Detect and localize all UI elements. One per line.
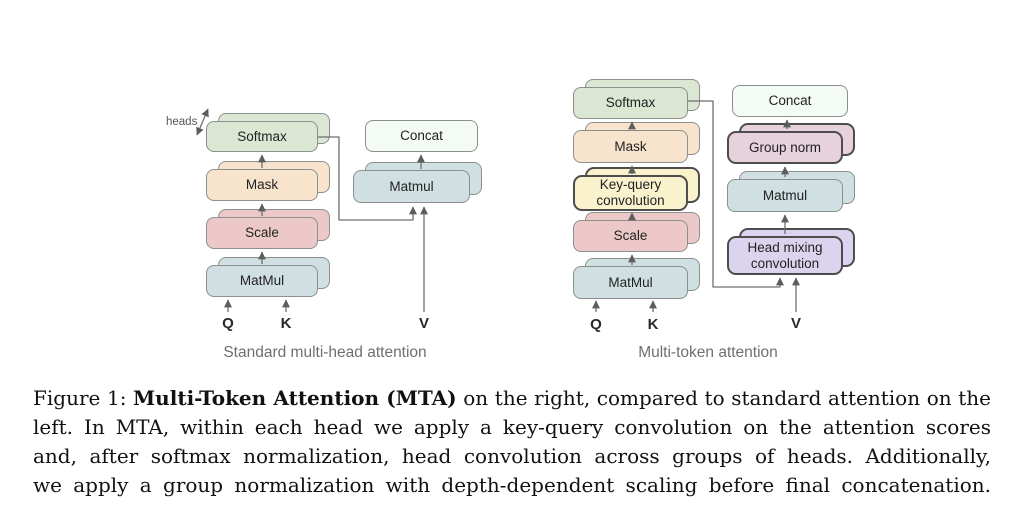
box-matmul-left: MatMul [206,257,330,297]
box-front-layer: Matmul [353,170,470,203]
box-front-layer: Mask [573,130,688,163]
box-label: Concat [768,93,812,109]
box-concat-left: Concat [365,120,478,152]
caption-figure-number: Figure 1: [33,386,134,410]
box-softmax-left: Softmax [206,113,330,152]
box-label: Softmax [237,128,287,144]
box-concat-right: Concat [732,85,848,117]
box-mask-left: Mask [206,161,330,201]
box-front-layer: MatMul [573,266,688,299]
caption-line-3: and, after softmax normalization, head c… [33,444,991,468]
box-front-layer: Scale [573,220,688,252]
box-label: Scale [613,228,648,244]
box-head-mixing-convolution: Head mixing convolution [727,228,855,275]
caption-line-4: we apply a group normalization with dept… [33,473,991,497]
figure-caption: Figure 1: Multi-Token Attention (MTA) on… [33,384,991,500]
box-mask-right: Mask [573,122,700,163]
box-label: Matmul [389,178,434,194]
box-label: MatMul [239,273,285,289]
box-label: Key-query convolution [596,177,665,208]
box-label: Group norm [748,139,822,155]
input-k-right: K [647,316,659,333]
box-key-query-convolution: Key-query convolution [573,167,700,211]
box-front-layer: Mask [206,169,318,201]
box-matmul-right: MatMul [573,258,700,299]
caption-line-1-rest: on the right, compared to standard atten… [456,386,992,410]
box-front-layer: Softmax [573,87,688,119]
box-label: Matmul [762,187,808,203]
box-label: Scale [245,225,279,241]
box-label: Head mixing convolution [747,239,823,271]
box-front-layer: Head mixing convolution [727,236,843,275]
box-scale-left: Scale [206,209,330,249]
caption-bold-title: Multi-Token Attention (MTA) [133,386,457,410]
box-label: Mask [614,138,647,154]
box-group-norm: Group norm [727,123,855,164]
box-front-layer: Concat [732,85,848,117]
input-k-left: K [280,315,292,332]
box-front-layer: Key-query convolution [573,175,688,211]
box-label: Concat [400,128,443,144]
box-label: Mask [245,177,279,193]
heads-depth-label: heads [166,116,198,128]
right-diagram-title: Multi-token attention [638,344,778,361]
input-v-right: V [790,315,802,332]
box-matmul2-right: Matmul [727,171,855,212]
box-scale-right: Scale [573,212,700,252]
box-matmul2-left: Matmul [353,162,482,203]
input-v-left: V [418,315,430,332]
box-label: Softmax [605,95,656,111]
arrows-layer [196,100,800,312]
box-front-layer: Scale [206,217,318,249]
input-q-right: Q [590,316,602,333]
left-diagram-title: Standard multi-head attention [223,344,427,361]
input-q-left: Q [222,315,234,332]
box-front-layer: Matmul [727,179,843,212]
box-front-layer: Group norm [727,131,843,164]
box-label: MatMul [608,274,653,290]
box-front-layer: MatMul [206,265,318,297]
box-front-layer: Softmax [206,121,318,152]
box-softmax-right: Softmax [573,79,700,119]
caption-line-2: left. In MTA, within each head we apply … [33,415,991,439]
box-front-layer: Concat [365,120,478,152]
caption-line-1: Figure 1: Multi-Token Attention (MTA) on… [33,384,991,413]
